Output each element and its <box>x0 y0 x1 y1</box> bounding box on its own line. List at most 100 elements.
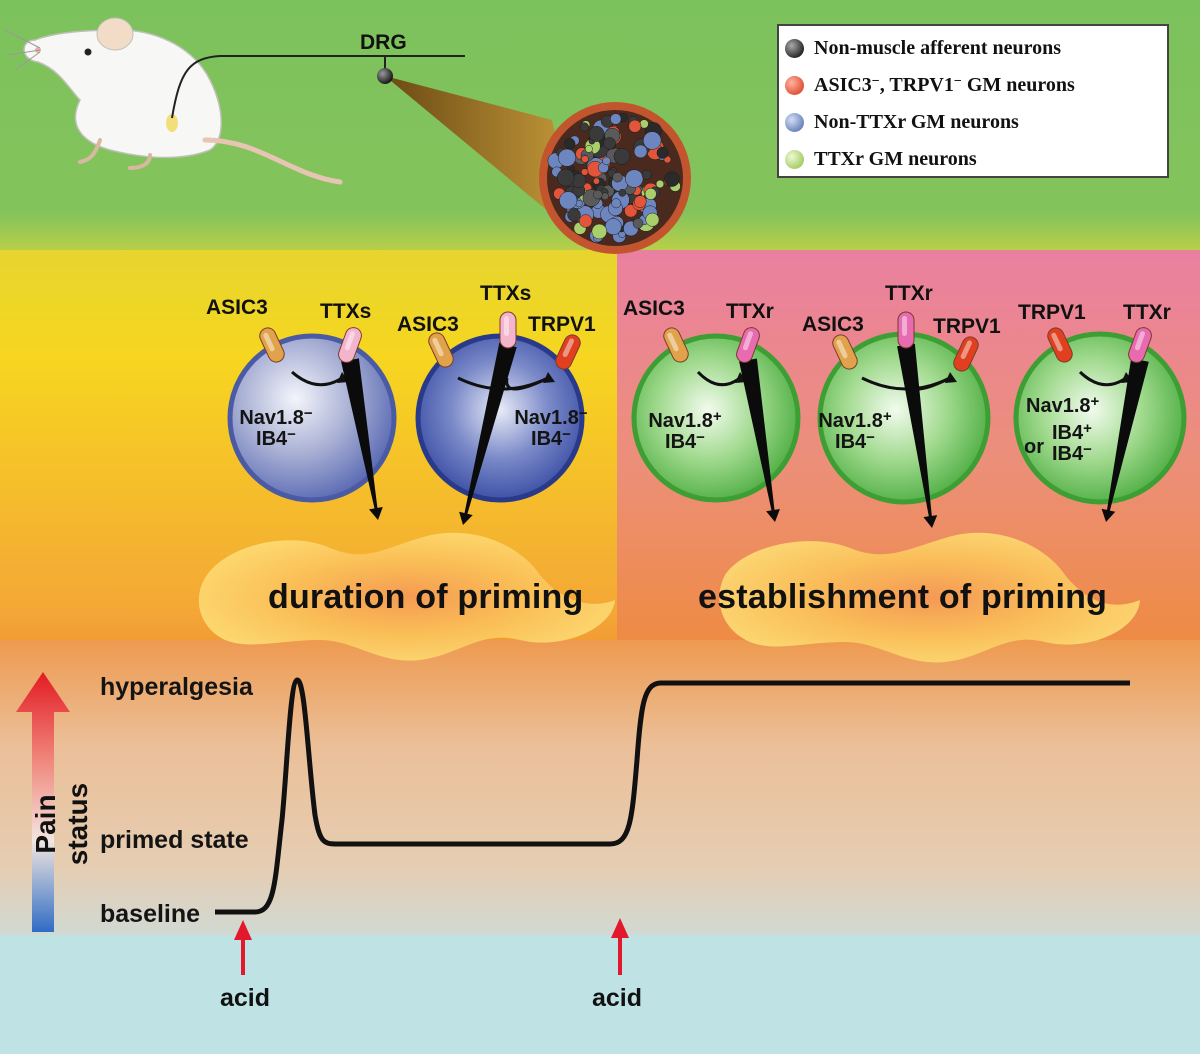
downstream-arrow <box>897 343 938 528</box>
acid-arrow-1 <box>234 920 252 975</box>
priming-blob-right <box>719 532 1140 663</box>
drg-neuron-dot <box>633 195 647 208</box>
drg-neuron-dot <box>633 144 648 159</box>
neuron-cell-body <box>1013 331 1187 505</box>
drg-neuron-dot <box>559 191 578 210</box>
channel-label-trpv1: TRPV1 <box>1018 301 1086 324</box>
black-dot-icon <box>785 39 804 58</box>
channel-label-ttxr: TTXr <box>1123 301 1171 324</box>
channel-highlight <box>504 316 509 336</box>
drg-neuron-dot <box>567 208 581 222</box>
acid-arrow-2 <box>611 918 629 975</box>
legend-label: TTXr GM neurons <box>814 148 977 170</box>
drg-neuron-dot <box>643 131 662 150</box>
channel-highlight <box>836 339 848 359</box>
channel-label-trpv1: TRPV1 <box>933 315 1001 338</box>
legend-item-non-ttxr: Non-TTXr GM neurons <box>785 104 1161 141</box>
legend-item-asic3-trpv1-negative: ASIC3−, TRPV1− GM neurons <box>785 67 1161 104</box>
channel-ttxs-icon <box>499 311 517 349</box>
drg-neuron-dot <box>612 172 623 183</box>
channel-ttxr-icon <box>736 327 760 363</box>
channel-trpv1-icon <box>555 334 581 370</box>
acid-label-1: acid <box>220 984 271 1012</box>
drg-neuron-dot <box>593 189 603 200</box>
cell-5-ib4-label: IB4+IB4− <box>1052 420 1092 465</box>
channel-highlight <box>432 337 444 357</box>
channel-asic3-icon <box>428 332 454 368</box>
drg-neuron-dot <box>556 168 575 187</box>
channel-label-asic3: ASIC3 <box>623 297 685 320</box>
channel-highlight <box>263 332 275 352</box>
drg-neuron-dot <box>655 179 665 189</box>
drg-neuron-dot <box>656 146 669 159</box>
channel-highlight <box>1134 331 1146 351</box>
drg-neuron-dot <box>581 155 589 163</box>
drg-neuron-dot <box>558 148 576 167</box>
drg-neuron-dot <box>564 138 576 150</box>
neuron-cell-4 <box>817 311 991 528</box>
cell-3-marker-label: Nav1.8+IB4− <box>648 408 722 453</box>
drg-neuron-dot <box>579 122 589 132</box>
channel-asic3-icon <box>663 327 689 363</box>
drg-neuron-dot <box>645 212 660 227</box>
channel-asic3-icon <box>259 327 285 363</box>
channel-highlight <box>902 316 907 336</box>
level-baseline: baseline <box>100 900 201 928</box>
signal-curl-arrow <box>291 370 343 387</box>
drg-neuron-dot <box>664 171 680 187</box>
legend-item-non-muscle: Non-muscle afferent neurons <box>785 30 1161 67</box>
stage-label-duration: duration of priming <box>268 578 584 616</box>
blue-dot-icon <box>785 113 804 132</box>
drg-cross-section <box>539 102 691 254</box>
legend-item-ttxr: TTXr GM neurons <box>785 141 1161 178</box>
neuron-cell-3 <box>631 327 801 522</box>
channel-highlight <box>562 338 575 358</box>
drg-neuron-dot <box>618 188 627 197</box>
signal-curl-arrow <box>1078 370 1127 387</box>
drg-neuron-dot <box>644 187 657 200</box>
channel-ttxr-icon <box>1128 327 1152 363</box>
channel-ttxr-icon <box>897 311 915 349</box>
graph-panel <box>0 640 1200 940</box>
green-dot-icon <box>785 150 804 169</box>
level-primed-state: primed state <box>100 826 249 854</box>
signal-curl-arrow <box>505 376 549 391</box>
downstream-arrow <box>459 342 517 525</box>
zoom-cone <box>385 76 578 236</box>
pain-curve <box>215 677 1130 915</box>
channel-label-ttxs: TTXs <box>480 282 532 305</box>
channel-trpv1-icon <box>953 336 979 372</box>
drg-neuron-dot <box>613 148 631 165</box>
channel-ttxs-icon <box>338 327 362 363</box>
channel-label-ttxs: TTXs <box>320 300 372 323</box>
mouse-illustration <box>4 17 343 185</box>
neuron-cell-5 <box>1013 327 1187 522</box>
drg-neuron-dot <box>602 156 611 166</box>
drg-neuron-dot <box>585 145 593 153</box>
downstream-arrow <box>739 358 780 522</box>
red-dot-icon <box>785 76 804 95</box>
nerve-line <box>171 55 465 119</box>
neuron-cell-1 <box>227 327 397 520</box>
channel-label-asic3: ASIC3 <box>802 313 864 336</box>
drg-neuron-dot <box>611 198 622 209</box>
bottom-band <box>0 935 1200 1054</box>
channel-highlight <box>667 332 679 352</box>
drg-neuron-dot <box>625 169 644 188</box>
drg-neuron-dot <box>603 137 616 150</box>
drg-neuron-dot <box>641 169 652 180</box>
pain-status-arrow <box>16 672 70 932</box>
drg-node <box>377 68 393 84</box>
channel-label-asic3: ASIC3 <box>397 313 459 336</box>
stage-label-establishment: establishment of priming <box>698 578 1108 616</box>
drg-neuron-dot <box>579 214 593 228</box>
channel-highlight <box>960 340 973 360</box>
drg-label: DRG <box>360 31 407 54</box>
cell-2-marker-label: Nav1.8−IB4− <box>514 405 588 450</box>
channel-label-ttxr: TTXr <box>726 300 774 323</box>
drg-neuron-dot <box>632 218 644 229</box>
channel-label-ttxr: TTXr <box>885 282 933 305</box>
channel-highlight <box>344 331 356 351</box>
